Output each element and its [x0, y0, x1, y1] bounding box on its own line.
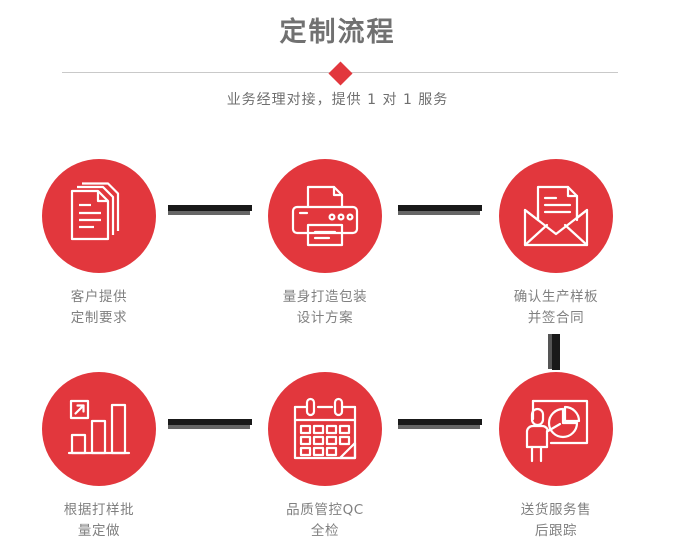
calendar-icon — [293, 397, 357, 460]
connector-bar — [552, 334, 560, 370]
printer-icon — [291, 185, 359, 247]
step-3-label: 确认生产样板 并签合同 — [513, 289, 599, 326]
page-title: 定制流程 — [279, 17, 396, 48]
connector-bar — [168, 205, 252, 211]
connector-step2-step3 — [398, 205, 482, 215]
step-1-circle — [42, 159, 156, 273]
connector-bar — [168, 419, 252, 425]
connector-step1-step2 — [168, 205, 252, 215]
flow-step-4[interactable]: 根据打样批 量定做 — [19, 372, 179, 542]
step-1-label: 客户提供 定制要求 — [70, 289, 128, 326]
step-4-circle — [42, 372, 156, 486]
step-3-circle — [499, 159, 613, 273]
presentation-person-icon — [525, 399, 589, 463]
step-6-circle — [499, 372, 613, 486]
connector-bar — [398, 419, 482, 425]
connector-shadow — [168, 211, 250, 215]
step-5-circle — [268, 372, 382, 486]
flow-step-5[interactable]: 品质管控QC 全检 — [245, 372, 405, 542]
step-6-label: 送货服务售 后跟踪 — [520, 502, 592, 539]
flow-step-3[interactable]: 确认生产样板 并签合同 — [476, 159, 636, 329]
flow-step-2[interactable]: 量身打造包装 设计方案 — [245, 159, 405, 329]
connector-shadow — [398, 211, 480, 215]
step-4-label: 根据打样批 量定做 — [63, 502, 135, 539]
connector-shadow — [168, 425, 250, 429]
step-2-circle — [268, 159, 382, 273]
header-section: 定制流程 业务经理对接，提供 1 对 1 服务 — [0, 0, 675, 130]
step-2-label: 量身打造包装 设计方案 — [282, 289, 368, 326]
connector-step5-step6 — [398, 419, 482, 429]
connector-step4-step5 — [168, 419, 252, 429]
documents-icon — [70, 182, 120, 241]
connector-shadow — [548, 334, 552, 369]
page-subtitle: 业务经理对接，提供 1 对 1 服务 — [226, 92, 449, 108]
connector-shadow — [398, 425, 480, 429]
bar-chart-growth-icon — [67, 399, 131, 455]
divider — [62, 60, 618, 86]
flow-step-6[interactable]: 送货服务售 后跟踪 — [476, 372, 636, 542]
step-5-label: 品质管控QC 全检 — [286, 502, 364, 539]
connector-bar — [398, 205, 482, 211]
connector-step3-step6 — [548, 334, 560, 370]
envelope-letter-icon — [523, 185, 589, 247]
flow-step-1[interactable]: 客户提供 定制要求 — [19, 159, 179, 329]
